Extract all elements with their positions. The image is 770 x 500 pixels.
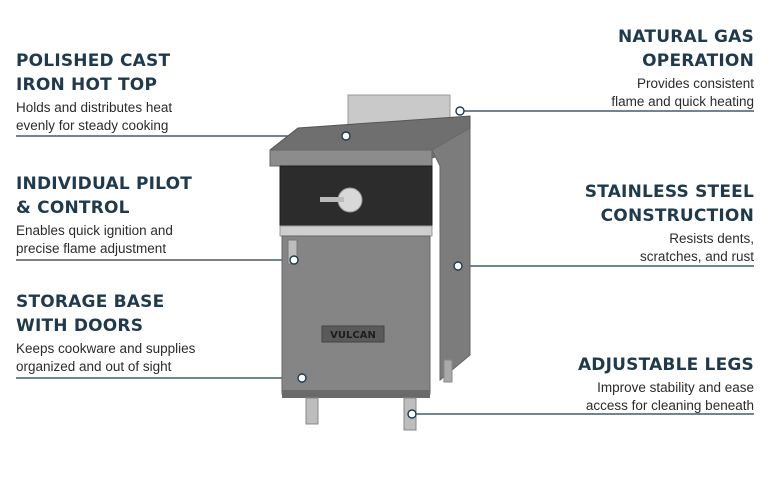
- feature-description: Resists dents, scratches, and rust: [585, 230, 754, 266]
- feature-title: STAINLESS STEEL CONSTRUCTION: [585, 180, 754, 228]
- feature-title: POLISHED CAST IRON HOT TOP: [16, 49, 172, 97]
- callout-dots: [289, 106, 465, 419]
- title-line: WITH DOORS: [16, 316, 144, 336]
- title-line: CONSTRUCTION: [600, 206, 754, 226]
- base-bottom: [282, 390, 430, 398]
- feature-pilot: INDIVIDUAL PILOT & CONTROL Enables quick…: [16, 172, 192, 258]
- desc-line: access for cleaning beneath: [585, 398, 754, 413]
- desc-line: organized and out of sight: [16, 359, 172, 374]
- feature-gas: NATURAL GAS OPERATION Provides consisten…: [611, 25, 754, 111]
- feature-legs: ADJUSTABLE LEGS Improve stability and ea…: [578, 353, 754, 415]
- brand-plate: [321, 325, 385, 343]
- title-line: ADJUSTABLE LEGS: [577, 355, 754, 375]
- feature-hot-top: POLISHED CAST IRON HOT TOP Holds and dis…: [16, 49, 172, 135]
- desc-line: Enables quick ignition and: [16, 223, 173, 238]
- feature-steel: STAINLESS STEEL CONSTRUCTION Resists den…: [585, 180, 754, 266]
- dot-pilot: [289, 255, 299, 265]
- title-line: POLISHED CAST: [16, 51, 171, 71]
- feature-title: STORAGE BASE WITH DOORS: [16, 290, 195, 338]
- feature-title: NATURAL GAS OPERATION: [611, 25, 754, 73]
- dot-storage: [297, 373, 307, 383]
- leg-front-left: [305, 397, 319, 425]
- desc-line: evenly for steady cooking: [16, 118, 169, 133]
- feature-description: Provides consistent flame and quick heat…: [611, 75, 754, 111]
- title-line: STAINLESS STEEL: [584, 182, 754, 202]
- feature-storage: STORAGE BASE WITH DOORS Keeps cookware a…: [16, 290, 195, 376]
- desc-line: Keeps cookware and supplies: [16, 341, 196, 356]
- desc-line: Improve stability and ease: [597, 380, 754, 395]
- desc-line: precise flame adjustment: [16, 241, 167, 256]
- chrome-strip: [279, 225, 433, 237]
- leg-back-right: [443, 359, 453, 383]
- pilot-slot: [320, 197, 344, 202]
- feature-description: Holds and distributes heat evenly for st…: [16, 99, 172, 135]
- title-line: STORAGE BASE: [16, 292, 165, 312]
- side-panel: [431, 127, 471, 382]
- feature-description: Enables quick ignition and precise flame…: [16, 222, 192, 258]
- desc-line: Resists dents,: [669, 231, 754, 246]
- feature-title: ADJUSTABLE LEGS: [578, 353, 754, 377]
- feature-description: Keeps cookware and supplies organized an…: [16, 340, 195, 376]
- dot-hot-top: [341, 131, 351, 141]
- title-line: OPERATION: [642, 51, 754, 71]
- desc-line: Holds and distributes heat: [16, 100, 173, 115]
- storage-door[interactable]: [281, 235, 431, 395]
- desc-line: scratches, and rust: [639, 249, 754, 264]
- dot-steel: [453, 261, 463, 271]
- title-line: IRON HOT TOP: [16, 75, 158, 95]
- hot-top-edge: [269, 149, 433, 167]
- desc-line: Provides consistent: [636, 76, 754, 91]
- title-line: INDIVIDUAL PILOT: [16, 174, 193, 194]
- dot-gas: [455, 106, 465, 116]
- feature-title: INDIVIDUAL PILOT & CONTROL: [16, 172, 192, 220]
- feature-description: Improve stability and ease access for cl…: [578, 379, 754, 415]
- title-line: NATURAL GAS: [617, 27, 754, 47]
- title-line: & CONTROL: [16, 198, 130, 218]
- desc-line: flame and quick heating: [611, 94, 754, 109]
- dot-legs: [407, 409, 417, 419]
- brand-logo: VULCAN: [330, 330, 376, 341]
